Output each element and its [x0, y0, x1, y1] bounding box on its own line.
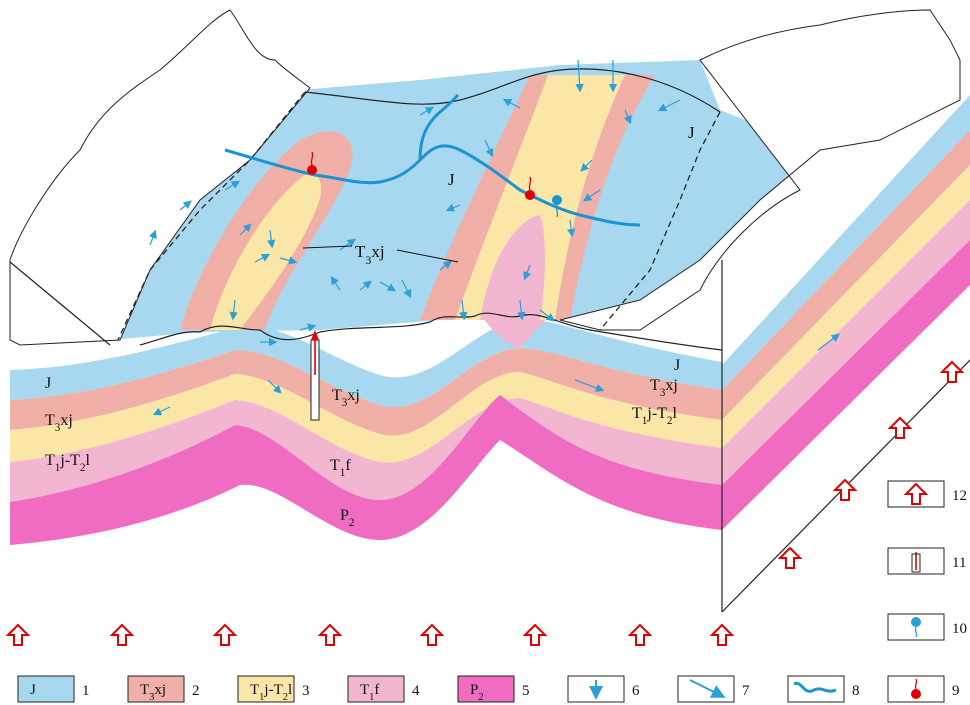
- label-T3xj-front-left: T3xj: [45, 412, 73, 434]
- front-ridge-line: [9, 261, 723, 351]
- legend-swatch: [347, 675, 405, 703]
- legend-label: P2: [470, 682, 484, 703]
- legend-number: 5: [522, 683, 530, 699]
- legend-number: 10: [952, 621, 967, 637]
- uplift-arrow: [777, 546, 803, 569]
- legend-swatch: [237, 675, 295, 703]
- legend-swatch: [17, 675, 75, 703]
- legend-label: T3xj: [140, 682, 166, 703]
- uplift-arrow: [887, 416, 913, 439]
- legend-item: T1f 4: [347, 675, 420, 703]
- label-T1jT2l-front-right: T1j-T2l: [632, 405, 678, 427]
- legend-number: 1: [82, 683, 90, 699]
- legend-number: 4: [412, 683, 420, 699]
- red-spring-right: [525, 176, 535, 200]
- mountains: [9, 9, 961, 346]
- layer-T1jT2l-front: [10, 372, 722, 463]
- mountain-left: [9, 9, 311, 346]
- uplift-arrow: [522, 623, 548, 646]
- layer-T1f-side: [722, 200, 970, 485]
- legend-item: T1j-T2l 3: [237, 675, 310, 703]
- label-T3xj-front-core: T3xj: [332, 387, 360, 409]
- layer-P2-side: [722, 240, 970, 530]
- legend-number: 11: [952, 555, 966, 571]
- flow-arrows: [148, 59, 840, 416]
- layer-J-side: [722, 95, 970, 390]
- mountain-right: [559, 9, 961, 331]
- uplift-arrow: [419, 623, 445, 646]
- legend-swatch: [127, 675, 185, 703]
- T1f-mid-core: [480, 215, 545, 320]
- top-edge-ridge: [304, 68, 721, 113]
- label-T3xj-top: T3xj: [302, 242, 459, 267]
- label-J-top-center: J: [448, 170, 455, 189]
- label-J-front-left: J: [45, 375, 51, 392]
- legend-item: 9: [887, 675, 960, 703]
- legend-item: 8: [787, 675, 860, 703]
- river-branch: [418, 93, 460, 161]
- river-main: [224, 144, 641, 227]
- legend-label: T1j-T2l: [250, 682, 292, 703]
- legend-item: 11: [887, 547, 966, 575]
- legend-item: 12: [887, 480, 967, 508]
- uplift-arrow: [5, 623, 31, 646]
- label-J-top-right: J: [688, 123, 695, 142]
- label-T1jT2l-front-left: T1j-T2l: [45, 452, 91, 474]
- legend-swatch: [457, 675, 515, 703]
- legend-item: 10: [887, 613, 967, 641]
- label-T3xj-top-text: T3xj: [355, 242, 385, 267]
- legend-number: 7: [742, 683, 750, 699]
- legend-number: 9: [952, 683, 960, 699]
- layer-T3xj-front: [10, 348, 722, 436]
- label-P2-front: P2: [340, 507, 355, 529]
- uplift-arrow: [832, 478, 858, 501]
- label-J-front-right: J: [674, 357, 680, 374]
- uplift-arrow: [627, 623, 653, 646]
- uplift-arrow: [212, 623, 238, 646]
- layer-T1f-front: [10, 395, 722, 502]
- uplift-arrow: [939, 360, 965, 383]
- label-T3xj-front-right: T3xj: [650, 377, 678, 399]
- legend-item: P2 5: [457, 675, 530, 703]
- legend-label: J: [30, 682, 36, 698]
- legend-number: 12: [952, 488, 967, 504]
- label-T1f-front: T1f: [330, 457, 351, 479]
- uplift-arrow: [317, 623, 343, 646]
- layer-T3xj-side: [722, 130, 970, 420]
- uplift-arrows: [5, 360, 965, 646]
- blue-spring: [552, 195, 562, 218]
- uplift-arrow: [709, 623, 735, 646]
- legend-number: 6: [632, 683, 640, 699]
- legend-number: 3: [302, 683, 310, 699]
- dashed-boundary-left: [117, 91, 306, 341]
- red-spring-left: [307, 151, 317, 175]
- legend-number: 2: [192, 683, 200, 699]
- legend-number: 8: [852, 683, 860, 699]
- T1jT2l-left-band: [210, 174, 322, 330]
- legend-label: T1f: [360, 682, 379, 703]
- T1jT2l-mid-band: [455, 75, 625, 320]
- layer-P2-front: [10, 395, 722, 545]
- layer-J-front: [10, 318, 722, 408]
- layer-T1jT2l-side: [722, 165, 970, 448]
- legend-item: 6: [567, 675, 640, 703]
- legend-item: 7: [677, 675, 750, 703]
- legend-item: T3xj 2: [127, 675, 200, 703]
- uplift-arrow: [109, 623, 135, 646]
